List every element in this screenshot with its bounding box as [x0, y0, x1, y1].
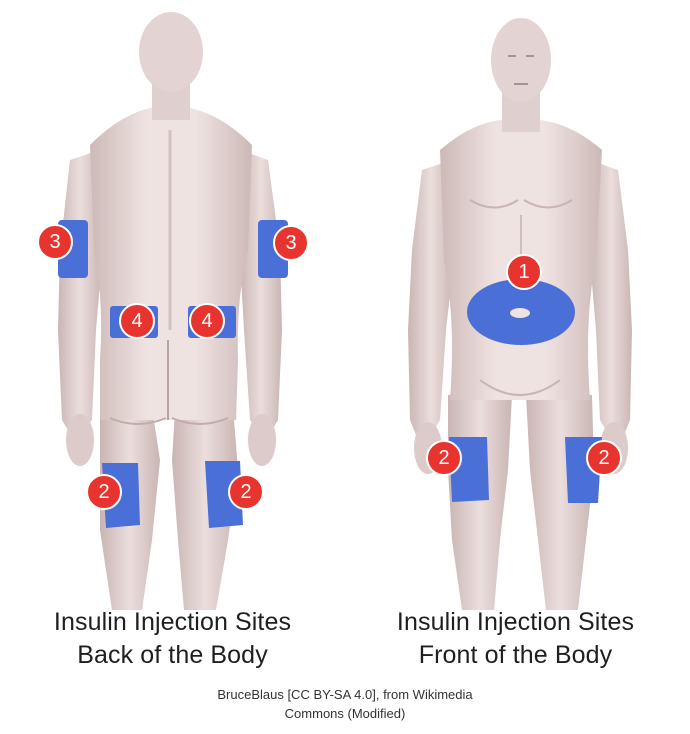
back-left-hand: [66, 414, 94, 466]
marker-back-left-lowerback: 4: [120, 304, 154, 338]
back-caption-line2: Back of the Body: [0, 639, 345, 672]
svg-text:4: 4: [131, 310, 142, 332]
front-caption-line2: Front of the Body: [343, 639, 688, 672]
marker-back-left-thigh: 2: [87, 475, 121, 509]
svg-text:2: 2: [98, 481, 109, 503]
image-credit: BruceBlaus [CC BY-SA 4.0], from Wikimedi…: [0, 685, 690, 723]
front-head: [491, 18, 551, 102]
back-caption-line1: Insulin Injection Sites: [0, 606, 345, 639]
credit-line1: BruceBlaus [CC BY-SA 4.0], from Wikimedi…: [0, 685, 690, 704]
svg-text:4: 4: [201, 310, 212, 332]
svg-text:2: 2: [598, 447, 609, 469]
back-caption: Insulin Injection Sites Back of the Body: [0, 606, 345, 672]
marker-front-left-thigh: 2: [427, 441, 461, 475]
back-right-hand: [248, 414, 276, 466]
svg-text:2: 2: [240, 481, 251, 503]
svg-text:3: 3: [285, 232, 296, 254]
svg-text:1: 1: [518, 261, 529, 283]
credit-line2: Commons (Modified): [0, 704, 690, 723]
back-head: [139, 12, 203, 92]
marker-back-right-lowerback: 4: [190, 304, 224, 338]
svg-text:2: 2: [438, 447, 449, 469]
marker-front-right-thigh: 2: [587, 441, 621, 475]
marker-back-right-arm: 3: [274, 226, 308, 260]
back-body-figure: [58, 12, 282, 610]
svg-text:3: 3: [49, 231, 60, 253]
marker-abdomen: 1: [507, 255, 541, 289]
marker-back-left-arm: 3: [38, 225, 72, 259]
marker-back-right-thigh: 2: [229, 475, 263, 509]
front-left-leg: [448, 395, 512, 610]
navel-hole: [510, 308, 530, 318]
front-caption-line1: Insulin Injection Sites: [343, 606, 688, 639]
front-caption: Insulin Injection Sites Front of the Bod…: [343, 606, 688, 672]
